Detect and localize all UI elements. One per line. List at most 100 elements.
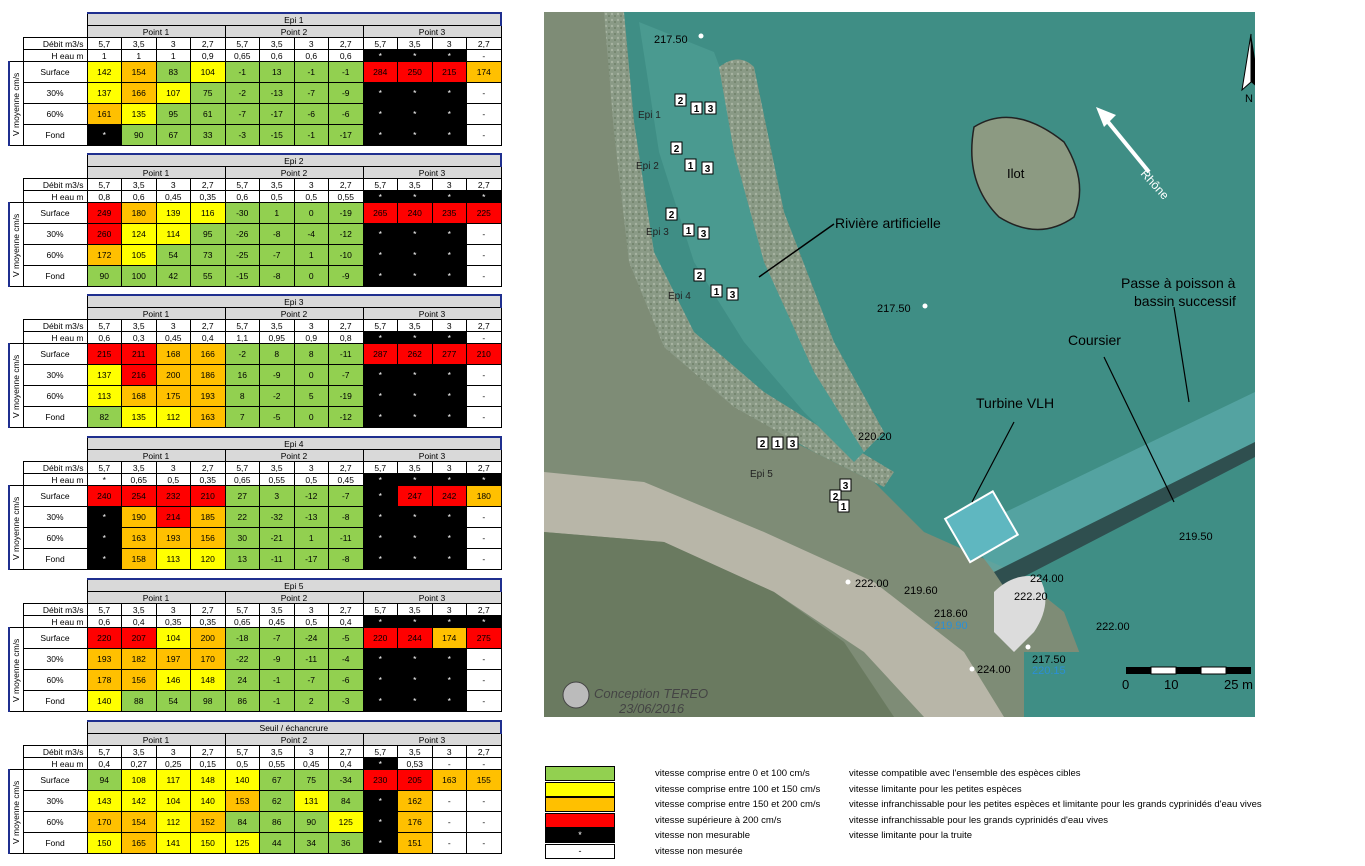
debit-cell: 3,5 <box>121 37 157 50</box>
velocity-cell: - <box>466 811 502 833</box>
velocity-cell: -12 <box>328 223 364 245</box>
debit-cell: 5,7 <box>362 178 398 191</box>
velocity-cell: 148 <box>190 669 226 691</box>
velocity-cell: 277 <box>431 343 467 365</box>
legend-meaning-text: vitesse compatible avec l'ensemble des e… <box>849 768 1081 779</box>
depth-label: Fond <box>22 406 88 428</box>
debit-label: Débit m3/s <box>22 603 88 616</box>
velocity-cell: 135 <box>121 103 157 125</box>
depth-label: Surface <box>22 627 88 649</box>
velocity-cell: 16 <box>224 364 260 386</box>
point-mark: 2 <box>669 210 675 221</box>
velocity-cell: 8 <box>224 385 260 407</box>
heau-cell: * <box>431 473 467 486</box>
vaxis-label: V moyenne cm/s <box>9 202 23 287</box>
debit-cell: 3 <box>293 461 329 474</box>
heau-cell: 0,4 <box>328 757 364 770</box>
heau-cell: 0,53 <box>397 757 433 770</box>
debit-cell: 2,7 <box>328 319 364 332</box>
velocity-cell: -15 <box>224 265 260 287</box>
heau-cell: 0,35 <box>190 190 226 203</box>
velocity-cell: * <box>397 648 433 670</box>
velocity-cell: 95 <box>155 103 191 125</box>
debit-cell: 3 <box>431 178 467 191</box>
velocity-cell: 33 <box>190 124 226 146</box>
velocity-cell: * <box>397 527 433 549</box>
debit-cell: 2,7 <box>466 319 502 332</box>
elevation-label: 224.00 <box>977 664 1011 676</box>
velocity-cell: 0 <box>293 265 329 287</box>
depth-label: 60% <box>22 811 88 833</box>
velocity-cell: -8 <box>328 506 364 528</box>
velocity-cell: -13 <box>259 82 295 104</box>
velocity-cell: 88 <box>121 690 157 712</box>
debit-cell: 2,7 <box>466 745 502 758</box>
debit-cell: 5,7 <box>362 319 398 332</box>
velocity-cell: 3 <box>259 485 295 507</box>
elevation-label: 217.50 <box>654 34 688 46</box>
velocity-cell: 205 <box>397 769 433 791</box>
velocity-cell: * <box>362 385 398 407</box>
velocity-cell: * <box>397 124 433 146</box>
point-mark: 3 <box>705 164 711 175</box>
depth-label: Surface <box>22 485 88 507</box>
debit-cell: 3 <box>431 37 467 50</box>
debit-label: Débit m3/s <box>22 37 88 50</box>
heau-cell: * <box>397 615 433 628</box>
debit-cell: 5,7 <box>86 319 122 332</box>
velocity-cell: 34 <box>293 832 329 854</box>
heau-cell: 0,4 <box>328 615 364 628</box>
velocity-cell: 170 <box>190 648 226 670</box>
debit-cell: 5,7 <box>86 178 122 191</box>
debit-cell: 5,7 <box>224 603 260 616</box>
vaxis-label: V moyenne cm/s <box>9 627 23 712</box>
velocity-cell: -22 <box>224 648 260 670</box>
velocity-cell: -9 <box>259 648 295 670</box>
heau-cell: 0,15 <box>190 757 226 770</box>
velocity-cell: 125 <box>328 811 364 833</box>
velocity-cell: 168 <box>121 385 157 407</box>
depth-label: Surface <box>22 61 88 83</box>
velocity-cell: 155 <box>466 769 502 791</box>
heau-cell: * <box>362 331 398 344</box>
point-mark: 2 <box>833 492 839 503</box>
debit-cell: 5,7 <box>86 603 122 616</box>
velocity-cell: 215 <box>431 61 467 83</box>
legend-swatch <box>545 781 615 797</box>
vaxis-label: V moyenne cm/s <box>9 769 23 854</box>
debit-cell: 2,7 <box>328 461 364 474</box>
heau-cell: 1 <box>121 49 157 62</box>
vaxis-label: V moyenne cm/s <box>9 343 23 428</box>
vaxis-label: V moyenne cm/s <box>9 61 23 146</box>
heau-cell: * <box>397 473 433 486</box>
heau-cell: * <box>431 615 467 628</box>
heau-cell: 0,6 <box>224 190 260 203</box>
velocity-cell: -26 <box>224 223 260 245</box>
debit-cell: 3,5 <box>397 178 433 191</box>
heau-cell: 0,55 <box>259 757 295 770</box>
velocity-cell: * <box>86 548 122 570</box>
heau-cell: 0,5 <box>224 757 260 770</box>
debit-label: Débit m3/s <box>22 319 88 332</box>
velocity-cell: * <box>397 223 433 245</box>
point-mark: 2 <box>760 439 766 450</box>
legend-meaning-text: vitesse infranchissable pour les petites… <box>849 799 1262 811</box>
heau-cell: 0,9 <box>293 331 329 344</box>
velocity-cell: - <box>466 223 502 245</box>
heau-cell: * <box>431 190 467 203</box>
debit-cell: 3 <box>431 461 467 474</box>
debit-cell: 5,7 <box>224 319 260 332</box>
legend-swatch: * <box>545 828 615 844</box>
depth-label: 60% <box>22 527 88 549</box>
legend-swatch <box>545 797 615 813</box>
debit-cell: 3,5 <box>259 319 295 332</box>
velocity-cell: - <box>466 103 502 125</box>
velocity-cell: 13 <box>259 61 295 83</box>
table-title: Seuil / échancrure <box>86 720 503 734</box>
velocity-cell: 240 <box>397 202 433 224</box>
debit-cell: 2,7 <box>466 461 502 474</box>
velocity-cell: * <box>86 506 122 528</box>
heau-cell: 0,45 <box>155 331 191 344</box>
